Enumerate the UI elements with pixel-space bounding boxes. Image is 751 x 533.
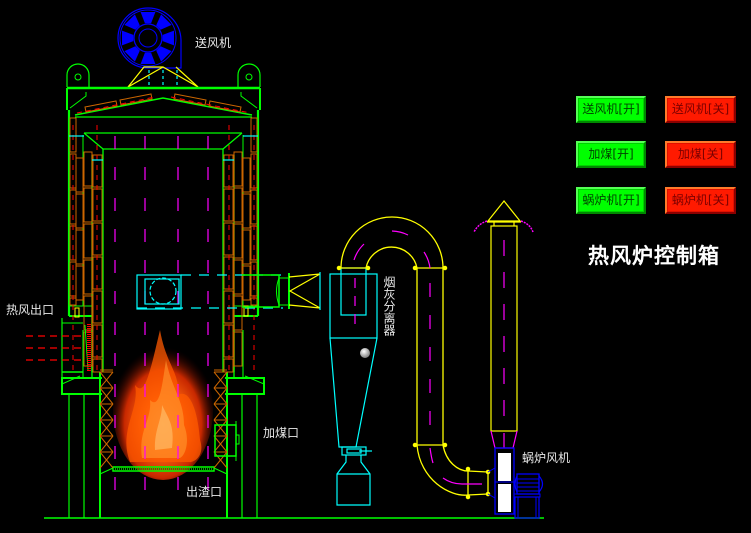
brick [242, 157, 251, 193]
brace-diagonal [213, 371, 228, 389]
brick [233, 223, 243, 259]
fire-grate [112, 466, 215, 472]
volute-fan [487, 447, 544, 519]
combustion-chamber-bracing [99, 369, 228, 469]
brick [223, 256, 234, 290]
internal-fan-box [69, 135, 283, 310]
coal-feed-port [214, 421, 240, 461]
brace-diagonal [99, 387, 114, 405]
brick [75, 265, 84, 301]
flue-connector [242, 272, 321, 310]
brick [242, 265, 251, 301]
chimney-smoke [473, 220, 534, 233]
brace-diagonal [99, 435, 114, 453]
brick [75, 193, 84, 229]
roof-hidden-lines [76, 96, 251, 114]
brick [242, 193, 251, 229]
fan-blade [140, 52, 156, 64]
fire-flames [113, 330, 213, 480]
brick [250, 225, 258, 261]
brick [223, 290, 234, 324]
brick [242, 229, 251, 265]
dust-separator [329, 267, 378, 506]
brick [233, 187, 243, 223]
brick [92, 256, 103, 290]
brick [75, 229, 84, 265]
control-box-title: 热风炉控制箱 [588, 244, 720, 268]
brick [69, 117, 77, 153]
return-bend-duct [336, 216, 491, 500]
brace-diagonal [213, 451, 228, 469]
wall-hidden-lines [72, 125, 255, 370]
brace-diagonal [213, 387, 228, 405]
blower-off-button[interactable]: 送风机[关] [665, 96, 736, 123]
brick [83, 187, 93, 223]
coal-feed-off-button[interactable]: 加煤[关] [665, 141, 736, 168]
brick [83, 223, 93, 259]
fan-blade [156, 14, 172, 30]
coal-inlet-label: 加煤口 [263, 426, 300, 440]
blower-support [127, 66, 199, 88]
blower-label: 送风机 [195, 36, 232, 50]
brace-diagonal [99, 403, 114, 421]
brace-diagonal [99, 419, 114, 437]
brick [233, 295, 243, 331]
brick [233, 151, 243, 187]
brick [83, 259, 93, 295]
brick [233, 331, 243, 367]
hot-air-outlet-label: 热风出口 [6, 303, 55, 317]
fan-blade [124, 46, 140, 62]
hot-air-outlet-duct [26, 305, 249, 377]
brace-diagonal [99, 451, 114, 469]
chimney-transition [490, 430, 518, 449]
fan-blade [162, 30, 174, 46]
brick [75, 157, 84, 193]
fan-blade [122, 30, 134, 46]
dust-separator-label: 烟灰分离器 [382, 276, 396, 336]
brace-diagonal [213, 419, 228, 437]
slag-outlet-label: 出渣口 [186, 485, 223, 499]
dust-particle [360, 348, 370, 358]
volute-fan-label: 蜗炉风机 [522, 451, 571, 465]
brace-diagonal [213, 403, 228, 421]
blower-on-button[interactable]: 送风机[开] [576, 96, 646, 123]
brace-diagonal [213, 435, 228, 453]
coal-feed-on-button[interactable]: 加煤[开] [576, 141, 646, 168]
brick [250, 117, 258, 153]
volute-fan-off-button[interactable]: 蜗炉机[关] [665, 187, 736, 214]
chimney [486, 200, 522, 432]
blower-fan [117, 7, 182, 69]
fan-blade [156, 46, 172, 62]
volute-fan-on-button[interactable]: 蜗炉机[开] [576, 187, 646, 214]
fan-blade [124, 14, 140, 30]
brace-diagonal [99, 371, 114, 389]
brick [83, 151, 93, 187]
fan-blade [140, 12, 156, 24]
brick [92, 290, 103, 324]
brick [233, 259, 243, 295]
brick [69, 225, 77, 261]
return-duct-center-lines [353, 230, 482, 485]
